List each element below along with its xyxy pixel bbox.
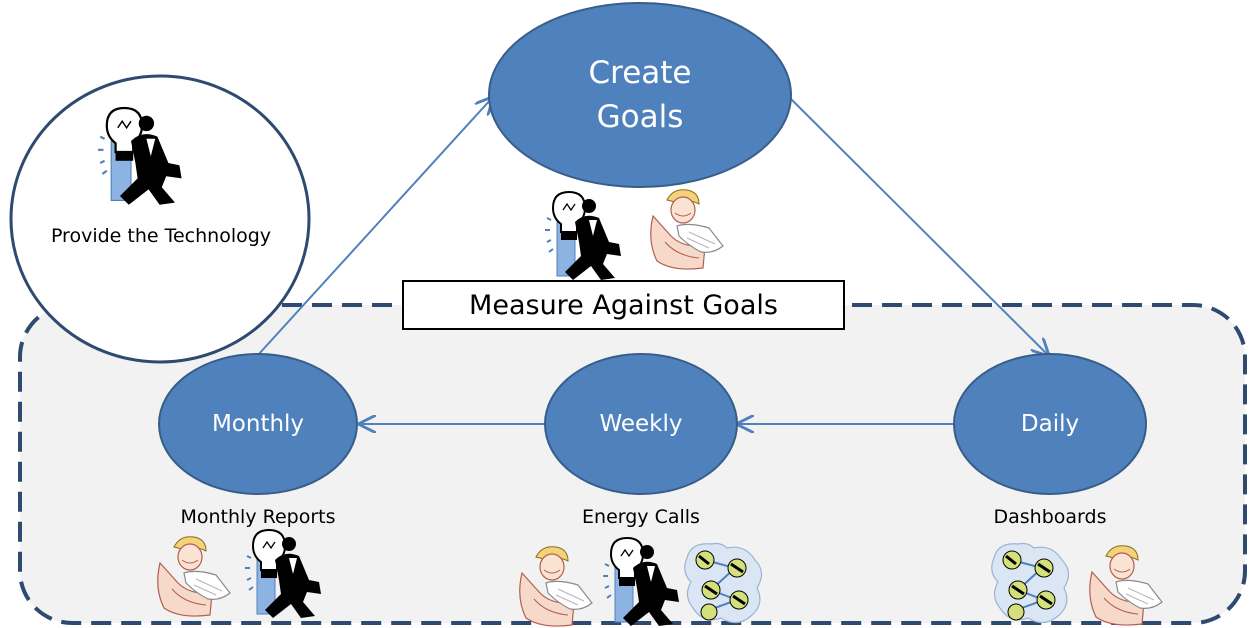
weekly-node xyxy=(544,353,738,495)
weekly-label: Weekly xyxy=(599,411,683,437)
create-goals-line1: Create xyxy=(588,55,692,91)
monthly-caption: Monthly Reports xyxy=(180,506,336,528)
network-people-icon xyxy=(683,542,764,625)
technology-circle xyxy=(9,74,311,364)
technology-label: Provide the Technology xyxy=(50,225,272,247)
measure-against-goals-box: Measure Against Goals xyxy=(402,280,845,330)
weekly-caption: Energy Calls xyxy=(582,506,700,528)
arrow-create-goals-to-daily xyxy=(789,97,1048,355)
create-goals-node xyxy=(488,2,792,188)
daily-node xyxy=(953,353,1147,495)
engineer-with-blueprints-icon xyxy=(650,189,724,270)
create-goals-label: Create Goals xyxy=(489,40,791,150)
network-people-icon xyxy=(990,542,1071,625)
daily-label: Daily xyxy=(1020,411,1080,437)
idea-businessman-icon xyxy=(544,191,622,281)
daily-caption: Dashboards xyxy=(993,506,1107,528)
measure-against-goals-label: Measure Against Goals xyxy=(469,289,778,321)
monthly-node xyxy=(158,353,358,495)
monthly-label: Monthly xyxy=(211,411,305,437)
create-goals-line2: Goals xyxy=(596,99,684,135)
arrow-monthly-to-create-goals xyxy=(257,98,492,356)
